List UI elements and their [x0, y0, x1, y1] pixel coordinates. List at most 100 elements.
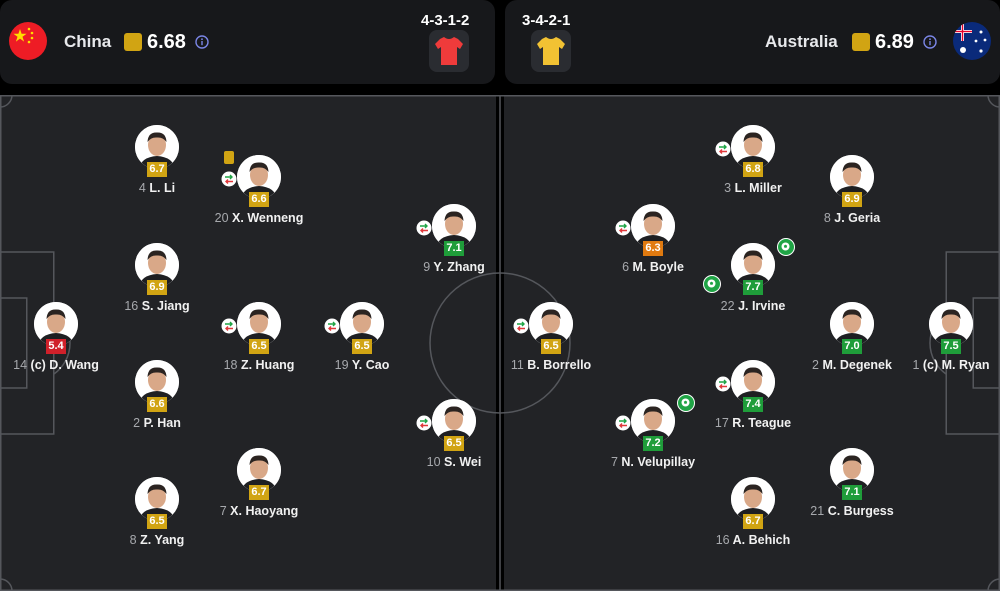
- player-rating-badge: 6.7: [743, 514, 763, 529]
- player-rating-badge: 7.0: [842, 339, 862, 354]
- info-icon[interactable]: [923, 35, 937, 49]
- player-avatar-icon[interactable]: [929, 302, 973, 346]
- team-rating-square: [124, 33, 142, 51]
- player-irvine[interactable]: 7.7 22 J. Irvine: [673, 238, 833, 333]
- player-avatar-icon[interactable]: [731, 125, 775, 169]
- player-rating-badge: 6.5: [352, 339, 372, 354]
- player-name: S. Wei: [444, 455, 482, 469]
- player-label[interactable]: 11 B. Borrello: [471, 357, 631, 373]
- player-rating-badge: 7.7: [743, 280, 763, 295]
- player-name: R. Teague: [732, 416, 792, 430]
- player-name: Z. Huang: [240, 358, 295, 372]
- player-label[interactable]: 16 S. Jiang: [77, 298, 237, 314]
- player-label[interactable]: 1 (c) M. Ryan: [871, 357, 1000, 373]
- home-team-header: China 6.68 4-3-1-2: [0, 0, 495, 84]
- player-behich[interactable]: 6.7 16 A. Behich: [673, 477, 833, 567]
- player-name: X. Wenneng: [232, 211, 304, 225]
- player-label[interactable]: 6 M. Boyle: [573, 259, 733, 275]
- player-rating-badge: 6.6: [249, 192, 269, 207]
- substitution-arrows-icon: [615, 220, 631, 236]
- player-name: X. Haoyang: [230, 504, 299, 518]
- player-number: 14: [13, 358, 28, 372]
- player-name: L. Li: [149, 181, 176, 195]
- player-label[interactable]: 19 Y. Cao: [282, 357, 442, 373]
- player-degenek[interactable]: 7.0 2 M. Degenek: [772, 302, 932, 392]
- goal-ball-icon: [777, 238, 795, 256]
- player-number: 2: [133, 416, 141, 430]
- jersey-icon: [435, 37, 463, 65]
- home-team-name[interactable]: China: [64, 32, 112, 51]
- player-number: 10: [426, 455, 441, 469]
- away-team-name[interactable]: Australia: [765, 32, 838, 51]
- player-name: J. Irvine: [738, 299, 786, 313]
- player-avatar-icon[interactable]: [34, 302, 78, 346]
- player-avatar-icon[interactable]: [830, 302, 874, 346]
- player-rating-badge: 6.9: [147, 280, 167, 295]
- team-rating-square: [852, 33, 870, 51]
- player-number: 11: [510, 358, 524, 372]
- home-team-rating: 6.68: [147, 31, 186, 53]
- player-jiang[interactable]: 6.9 16 S. Jiang: [77, 243, 237, 333]
- player-number: 8: [129, 533, 137, 547]
- player-label[interactable]: 7 X. Haoyang: [179, 503, 339, 519]
- player-avatar-icon[interactable]: [237, 155, 281, 199]
- info-icon[interactable]: [195, 35, 209, 49]
- player-label[interactable]: 14 (c) D. Wang: [0, 357, 136, 373]
- player-label[interactable]: 22 J. Irvine: [673, 298, 833, 314]
- player-wenneng[interactable]: 6.6 20 X. Wenneng: [179, 151, 339, 245]
- player-label[interactable]: 16 A. Behich: [673, 532, 833, 548]
- player-cao[interactable]: 6.5 19 Y. Cao: [282, 302, 442, 392]
- substitution-arrows-icon: [715, 141, 731, 157]
- player-label[interactable]: 3 L. Miller: [673, 180, 833, 196]
- player-name: M. Boyle: [632, 260, 684, 274]
- player-avatar-icon[interactable]: [135, 125, 179, 169]
- player-name: N. Velupillay: [621, 455, 696, 469]
- player-avatar-icon[interactable]: [237, 302, 281, 346]
- player-label[interactable]: 2 M. Degenek: [772, 357, 932, 373]
- player-avatar-icon[interactable]: [135, 360, 179, 404]
- player-avatar-icon[interactable]: [731, 243, 775, 287]
- player-label[interactable]: 8 Z. Yang: [77, 532, 237, 548]
- player-label[interactable]: 7 N. Velupillay: [573, 454, 733, 470]
- player-name: M. Degenek: [822, 358, 892, 372]
- player-label[interactable]: 17 R. Teague: [673, 415, 833, 431]
- player-label[interactable]: 8 J. Geria: [772, 210, 932, 226]
- player-rating-badge: 7.1: [444, 241, 464, 256]
- player-label[interactable]: 20 X. Wenneng: [179, 210, 339, 226]
- player-name: L. Miller: [734, 181, 782, 195]
- away-kit: [531, 30, 571, 72]
- player-avatar-icon[interactable]: [731, 360, 775, 404]
- player-name: C. Burgess: [827, 504, 894, 518]
- player-label[interactable]: 18 Z. Huang: [179, 357, 339, 373]
- player-name: J. Geria: [834, 211, 881, 225]
- player-label[interactable]: 9 Y. Zhang: [374, 259, 534, 275]
- player-rating-badge: 6.7: [147, 162, 167, 177]
- player-li[interactable]: 6.7 4 L. Li: [77, 125, 237, 215]
- player-number: 20: [214, 211, 229, 225]
- home-formation: 4-3-1-2: [421, 12, 470, 29]
- player-label[interactable]: 2 P. Han: [77, 415, 237, 431]
- player-avatar-icon[interactable]: [432, 204, 476, 248]
- player-label[interactable]: 21 C. Burgess: [772, 503, 932, 519]
- player-label[interactable]: 10 S. Wei: [374, 454, 534, 470]
- player-velupillay[interactable]: 7.2 7 N. Velupillay: [573, 394, 733, 489]
- player-rating-badge: 7.2: [643, 436, 663, 451]
- yellow-card-icon: [224, 151, 234, 164]
- player-zhang[interactable]: 7.1 9 Y. Zhang: [374, 204, 534, 294]
- player-number: 22: [720, 299, 735, 313]
- player-name: B. Borrello: [527, 358, 592, 372]
- player-label[interactable]: 4 L. Li: [77, 180, 237, 196]
